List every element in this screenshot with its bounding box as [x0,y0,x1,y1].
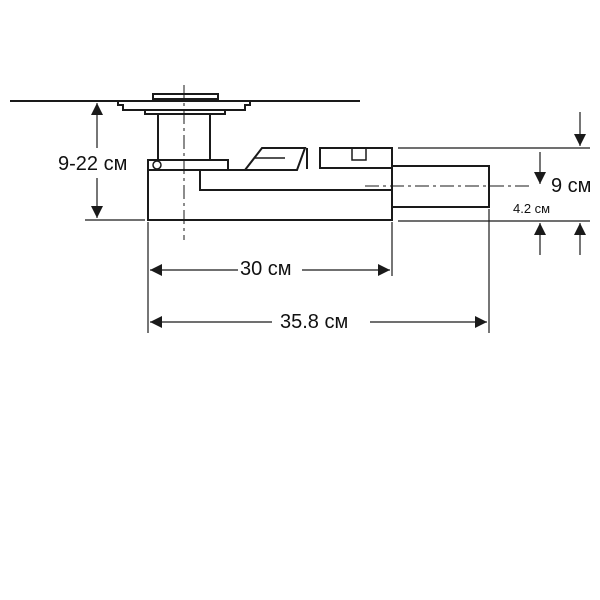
dimension-label-body-length: 30 см [240,258,292,280]
dimension-label-total-length: 35.8 см [280,311,349,333]
dimension-label-outlet-top: 9 см [551,175,592,197]
extension-lines [85,147,590,333]
dimension-label-outlet-center: 4.2 см [513,201,551,216]
dimension-arrows [91,103,586,328]
main-body [147,147,393,221]
drain-body-outline [10,93,490,221]
grate-top [152,93,219,100]
dimension-label-height-range: 9-22 см [58,153,128,175]
centerlines [183,85,530,240]
outlet-pipe [392,165,490,208]
